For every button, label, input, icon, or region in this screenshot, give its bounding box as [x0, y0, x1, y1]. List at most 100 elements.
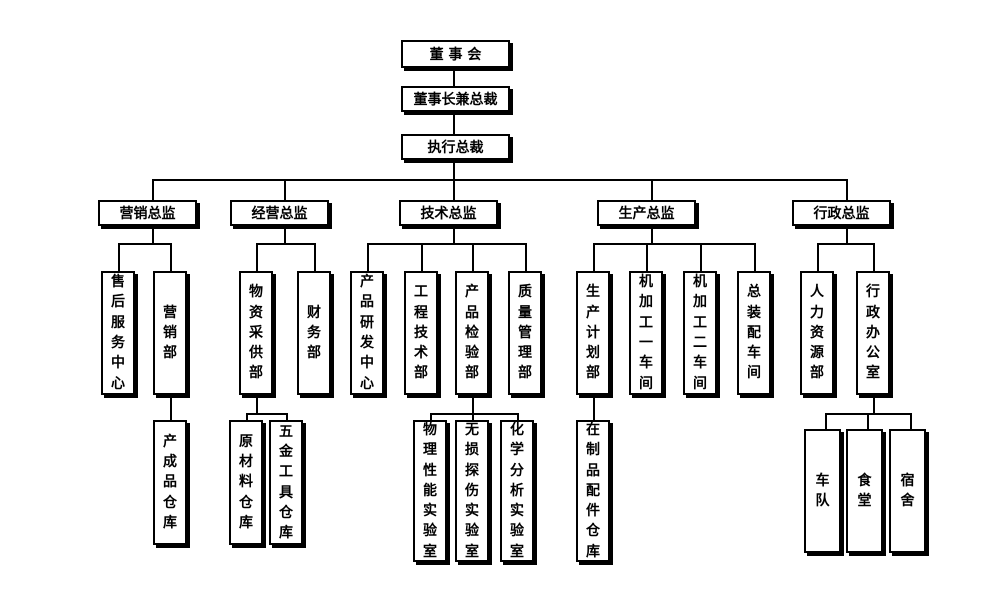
connector-line	[453, 160, 455, 180]
connector-line	[367, 243, 527, 245]
machining-workshop-1-box: 机加工一车间	[629, 271, 663, 395]
connector-line	[152, 179, 848, 181]
connector-line	[846, 179, 848, 200]
connector-line	[118, 243, 171, 245]
production-planning-label: 生产计划部	[586, 284, 600, 382]
admin-office-box: 行政办公室	[856, 271, 890, 395]
admin-director-label: 行政总监	[813, 206, 870, 222]
hardware-tools-warehouse-box: 五金工具仓库	[269, 420, 303, 545]
connector-line	[286, 413, 288, 420]
production-planning-box: 生产计划部	[576, 271, 610, 395]
connector-line	[284, 179, 286, 200]
connector-line	[593, 243, 756, 245]
connector-line	[817, 243, 875, 245]
connector-line	[453, 226, 455, 244]
sales-dept-box: 营销部	[153, 271, 187, 395]
ndt-lab-box: 无损探伤实验室	[455, 420, 489, 562]
connector-line	[472, 243, 474, 271]
connector-line	[873, 395, 875, 414]
finished-goods-warehouse-label: 产成品仓库	[163, 433, 177, 531]
inspection-dept-label: 产品检验部	[465, 284, 479, 382]
quality-dept-label: 质量管理部	[518, 284, 532, 382]
wip-parts-warehouse-box: 在制品配件仓库	[576, 420, 610, 562]
production-director-label: 生产总监	[618, 206, 675, 222]
machining-workshop-2-label: 机加工二车间	[693, 274, 707, 392]
engineering-dept-label: 工程技术部	[414, 284, 428, 382]
procurement-dept-label: 物资采供部	[249, 284, 263, 382]
connector-line	[593, 243, 595, 271]
connector-line	[430, 413, 432, 420]
wip-parts-warehouse-label: 在制品配件仓库	[586, 421, 600, 560]
sales-dept-label: 营销部	[163, 304, 177, 362]
after-sales-center-box: 售后服务中心	[101, 271, 135, 395]
physics-lab-label: 物理性能实验室	[423, 421, 437, 560]
connector-line	[472, 395, 474, 414]
machining-workshop-1-label: 机加工一车间	[639, 274, 653, 392]
dormitory-box: 宿 舍	[889, 429, 943, 553]
ndt-lab-label: 无损探伤实验室	[465, 421, 479, 560]
marketing-director-box: 营销总监	[98, 200, 197, 226]
finished-goods-warehouse-box: 产成品仓库	[153, 420, 187, 545]
connector-line	[910, 413, 912, 429]
finance-dept-box: 财务部	[297, 271, 331, 395]
connector-line	[152, 226, 154, 244]
rnd-center-label: 产品研发中心	[360, 274, 374, 392]
connector-line	[453, 112, 455, 134]
connector-line	[246, 413, 248, 420]
connector-line	[430, 413, 519, 415]
board-of-directors-box: 董 事 会	[401, 40, 510, 68]
operations-director-label: 经营总监	[251, 206, 308, 222]
connector-line	[314, 243, 316, 271]
connector-line	[152, 179, 154, 200]
technology-director-box: 技术总监	[399, 200, 498, 226]
connector-line	[284, 226, 286, 244]
connector-line	[817, 243, 819, 271]
after-sales-center-label: 售后服务中心	[111, 274, 125, 392]
connector-line	[170, 395, 172, 420]
connector-line	[118, 243, 120, 271]
chemistry-lab-box: 化学分析实验室	[500, 420, 534, 562]
raw-material-warehouse-box: 原材料仓库	[229, 420, 263, 545]
rnd-center-box: 产品研发中心	[350, 271, 384, 395]
physics-lab-box: 物理性能实验室	[413, 420, 447, 562]
connector-line	[754, 243, 756, 271]
connector-line	[472, 413, 474, 420]
chairman-label: 董事长兼总裁	[413, 92, 498, 108]
chemistry-lab-label: 化学分析实验室	[510, 421, 524, 560]
connector-line	[517, 413, 519, 420]
inspection-dept-box: 产品检验部	[455, 271, 489, 395]
connector-line	[453, 179, 455, 200]
assembly-workshop-box: 总装配车间	[737, 271, 771, 395]
procurement-dept-box: 物资采供部	[239, 271, 273, 395]
operations-director-box: 经营总监	[230, 200, 329, 226]
hr-dept-box: 人力资源部	[800, 271, 834, 395]
connector-line	[593, 395, 595, 420]
connector-line	[873, 243, 875, 271]
connector-line	[651, 226, 653, 244]
connector-line	[651, 179, 653, 200]
machining-workshop-2-box: 机加工二车间	[683, 271, 717, 395]
connector-line	[246, 413, 288, 415]
connector-line	[170, 243, 172, 271]
executive-president-box: 执行总裁	[401, 134, 510, 160]
engineering-dept-box: 工程技术部	[404, 271, 438, 395]
connector-line	[867, 413, 869, 429]
marketing-director-label: 营销总监	[119, 206, 176, 222]
dormitory-label: 宿 舍	[900, 472, 943, 509]
motorcade-box: 车 队	[804, 429, 858, 553]
connector-line	[453, 68, 455, 86]
chairman-box: 董事长兼总裁	[401, 86, 510, 112]
motorcade-label: 车 队	[815, 472, 858, 509]
connector-line	[256, 395, 258, 414]
connector-line	[256, 243, 258, 271]
connector-line	[846, 226, 848, 244]
hardware-tools-warehouse-label: 五金工具仓库	[279, 423, 293, 542]
quality-dept-box: 质量管理部	[508, 271, 542, 395]
canteen-label: 食 堂	[857, 472, 900, 509]
connector-line	[421, 243, 423, 271]
canteen-box: 食 堂	[846, 429, 900, 553]
assembly-workshop-label: 总装配车间	[747, 284, 761, 382]
board-label: 董 事 会	[429, 47, 482, 63]
connector-line	[825, 413, 827, 429]
